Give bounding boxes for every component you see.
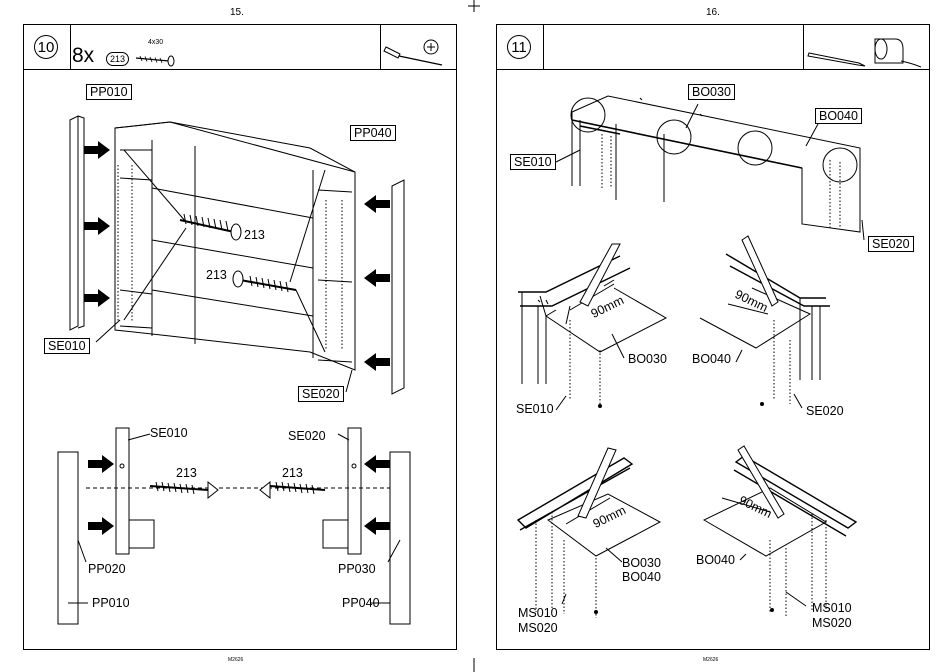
label-bo040-detail-3: BO040 [622,570,661,584]
label-ms020-detail-4: MS020 [812,616,852,630]
label-bo040: BO040 [815,108,862,124]
label-ms020-detail-3: MS020 [518,621,558,635]
label-ms010-detail-3: MS010 [518,606,558,620]
label-se010: SE010 [510,154,556,170]
label-se010-detail-1: SE010 [516,402,554,416]
label-se020: SE020 [868,236,914,252]
label-bo030: BO030 [688,84,735,100]
label-bo030-detail-1: BO030 [628,352,667,366]
label-bo040-detail-2: BO040 [692,352,731,366]
label-bo040-detail-4: BO040 [696,553,735,567]
label-bo030-detail-3: BO030 [622,556,661,570]
label-ms010-detail-4: MS010 [812,601,852,615]
label-se020-detail-2: SE020 [806,404,844,418]
